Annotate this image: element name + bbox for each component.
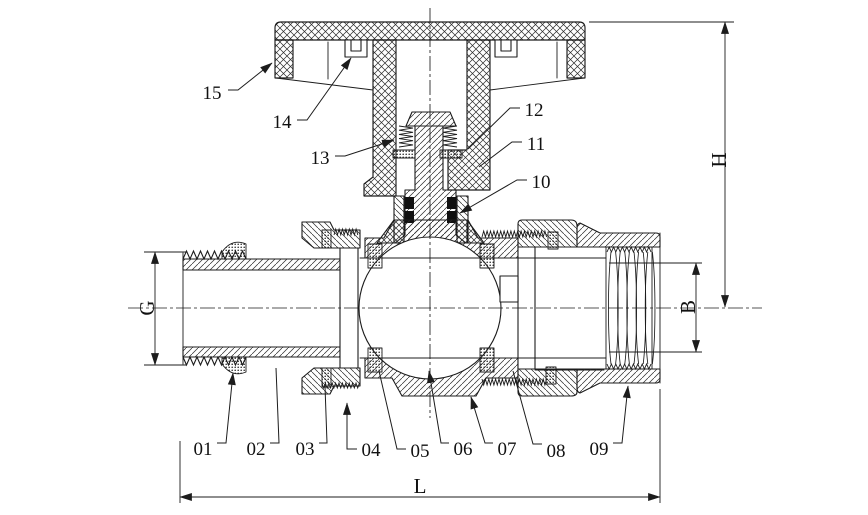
handle-sleeve-left	[363, 39, 397, 197]
part-label-01: 01	[194, 439, 213, 460]
female-nut-top	[576, 222, 661, 248]
stem-top-cap	[405, 111, 457, 127]
callout-15: 15	[203, 62, 273, 104]
thread-profile	[182, 249, 247, 261]
thread-profile	[615, 251, 619, 365]
part-label-11: 11	[527, 134, 545, 155]
dimension-G: G	[135, 251, 187, 366]
part-label-08: 08	[547, 441, 566, 462]
female-nut-bottom	[576, 368, 661, 394]
handle-snap-lug-left	[344, 39, 368, 58]
part-label-04: 04	[362, 440, 382, 461]
stem-o-ring	[447, 197, 456, 209]
thread-profile	[635, 251, 640, 365]
connector-detent	[499, 275, 519, 303]
callout-08: 08	[512, 370, 566, 462]
part-label-14: 14	[273, 112, 293, 133]
handle-right-wing-underside	[489, 77, 585, 91]
part-label-06: 06	[454, 439, 473, 460]
callout-03: 03	[296, 385, 328, 460]
handle-right-rim	[566, 39, 586, 79]
thread-profile	[321, 381, 360, 390]
handle-left-wing-underside	[275, 77, 374, 91]
callout-09: 09	[590, 385, 631, 460]
callout-11: 11	[478, 134, 545, 168]
part-label-12: 12	[525, 100, 544, 121]
thread-profile	[606, 245, 652, 254]
callout-14: 14	[273, 57, 352, 133]
callout-02: 02	[247, 367, 280, 460]
thread-profile	[398, 125, 414, 148]
thread-profile	[644, 251, 649, 365]
stem-o-ring	[447, 211, 456, 223]
union-o-ring-left-top	[321, 229, 332, 249]
ball-seat	[367, 347, 383, 373]
callout-07: 07	[470, 396, 517, 460]
thread-profile	[182, 355, 247, 367]
ball-seat	[479, 243, 495, 269]
thread-profile	[333, 227, 359, 237]
thread-profile	[617, 251, 621, 365]
dim-label-B: B	[676, 300, 700, 314]
ball-seat	[479, 347, 495, 373]
callout-04: 04	[343, 402, 382, 461]
callout-01: 01	[194, 372, 236, 460]
seal-washer-top	[221, 241, 247, 260]
part-label-05: 05	[411, 441, 430, 462]
thread-profile	[626, 251, 630, 365]
dim-label-L: L	[414, 474, 427, 498]
callout-13: 13	[311, 139, 395, 169]
thread-profile	[651, 251, 656, 365]
handle-sleeve-right	[447, 39, 491, 191]
thread-profile	[642, 251, 647, 365]
stem-o-ring	[405, 211, 414, 223]
thread-profile	[442, 125, 458, 148]
thread-profile	[481, 229, 548, 239]
callout-06: 06	[427, 370, 473, 460]
dim-label-G: G	[135, 300, 159, 315]
gland-washer-left	[392, 149, 416, 159]
thread-profile	[481, 377, 548, 387]
callout-05: 05	[378, 370, 430, 462]
union-o-ring-right-top	[547, 231, 559, 250]
ball-seat	[367, 243, 383, 269]
callout-12: 12	[467, 100, 544, 150]
part-label-07: 07	[498, 439, 517, 460]
gland-washer-right	[439, 149, 463, 159]
tail-piece-top	[182, 258, 341, 271]
callouts: 15 14 13 12 11 10 01 02	[194, 57, 631, 462]
part-label-13: 13	[311, 148, 330, 169]
dimension-H: H	[589, 21, 734, 308]
dim-label-H: H	[707, 152, 731, 167]
part-label-09: 09	[590, 439, 609, 460]
handle-snap-lug-right	[494, 39, 518, 58]
tail-piece-bottom	[182, 346, 341, 358]
part-label-02: 02	[247, 439, 266, 460]
part-label-03: 03	[296, 439, 315, 460]
stem-o-ring	[405, 197, 414, 209]
handle-left-rim	[274, 39, 294, 79]
thread-profile	[606, 362, 652, 371]
callout-10: 10	[459, 172, 551, 214]
thread-profile	[633, 251, 637, 365]
union-o-ring-right-bottom	[545, 366, 557, 385]
thread-profile	[608, 251, 612, 365]
dimension-B: B	[609, 262, 702, 353]
part-label-10: 10	[532, 172, 551, 193]
dimension-L: L	[179, 389, 661, 503]
thread-lines	[182, 125, 656, 390]
thread-profile	[624, 251, 628, 365]
part-label-15: 15	[203, 83, 222, 104]
